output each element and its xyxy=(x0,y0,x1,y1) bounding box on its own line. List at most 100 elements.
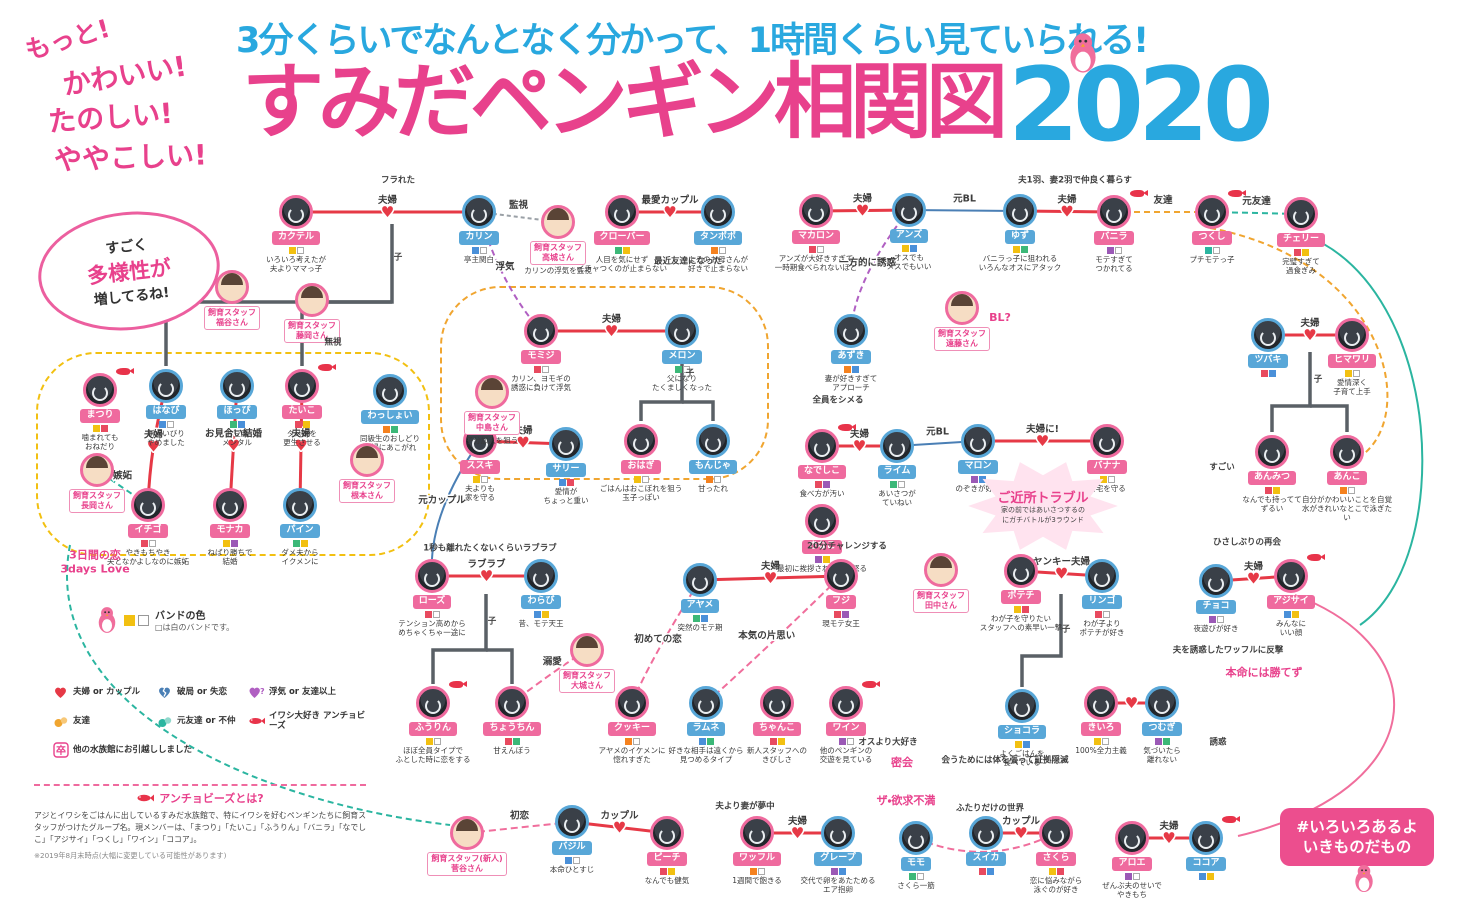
penguin-node-karin: カリン亭主関白 xyxy=(431,195,527,264)
penguin-avatar xyxy=(821,816,855,850)
penguin-node-macaron: マカロンアンズが大好きすぎて 一時期食べられないほど xyxy=(768,194,864,272)
edge-label: 元BL xyxy=(953,194,976,205)
wing-bands xyxy=(808,245,824,253)
penguin-avatar xyxy=(415,559,449,593)
staff-name-label: 飼育スタッフ 福谷さん xyxy=(204,306,260,330)
penguin-node-peach: ピーチなんでも健気 xyxy=(619,816,715,885)
penguin-avatar xyxy=(1005,689,1039,723)
penguin-name-label: ちゃんこ xyxy=(752,722,801,736)
node-note: 1週間で飽きる xyxy=(732,875,782,885)
penguin-node-fuurin: ふうりんほぼ全員タイプで ふとした時に恋をする xyxy=(385,681,481,764)
penguin-name-label: わらび xyxy=(521,595,561,609)
penguin-avatar xyxy=(1090,424,1124,458)
edge-label: 夫婦 xyxy=(1056,194,1077,206)
penguin-name-label: あんみつ xyxy=(1247,471,1296,485)
penguin-avatar xyxy=(83,368,134,407)
penguin-avatar xyxy=(834,314,868,348)
wing-bands xyxy=(1014,740,1030,748)
node-note: やきもちやき 夫となかよしなのに嫉妬 xyxy=(107,547,189,567)
penguin-name-label: ピーチ xyxy=(647,852,687,866)
staff-node-staff-fukutani: 飼育スタッフ 福谷さん xyxy=(184,270,280,330)
page-title: すみだペンギン相関図 xyxy=(242,55,1008,150)
penguin-name-label: アジサイ xyxy=(1267,595,1315,609)
edge-couple xyxy=(699,574,842,582)
penguin-avatar xyxy=(689,686,723,720)
penguin-node-sally: サリー愛情が ちょっと重い xyxy=(518,427,614,505)
penguin-node-melon: メロン父になり たくましくなった xyxy=(634,314,730,392)
penguin-node-ringo: リンゴわが子より ポテチが好き xyxy=(1054,559,1150,637)
penguin-avatar xyxy=(220,369,254,403)
wing-bands xyxy=(294,420,310,428)
penguin-name-label: リンゴ xyxy=(1082,595,1122,609)
penguin-avatar xyxy=(1195,190,1246,229)
wing-bands xyxy=(833,610,849,618)
node-note: 最初に挨拶されないと怒る xyxy=(777,563,867,573)
node-note: よそのお母さんが 好きで止まらない xyxy=(688,254,748,274)
penguin-avatar xyxy=(650,816,684,850)
penguin-avatar xyxy=(555,805,589,839)
heart-icon: ♥ xyxy=(605,322,618,340)
node-note: カリンの浮気を監視 xyxy=(524,266,592,275)
penguin-avatar xyxy=(1084,686,1118,720)
wing-bands xyxy=(292,539,308,547)
penguin-avatar xyxy=(799,194,833,228)
wing-bands xyxy=(1208,615,1224,623)
node-note: なんでも持ってて ずるい xyxy=(1242,494,1302,514)
decorative-path xyxy=(66,544,451,826)
staff-node-staff-nakajima: 飼育スタッフ 中島さん子分加入を狙う xyxy=(444,375,540,445)
penguin-avatar xyxy=(283,488,317,522)
penguin-avatar xyxy=(824,559,858,593)
penguin-name-label: パイン xyxy=(280,524,320,538)
legend-item-couple: 夫婦 or カップル xyxy=(52,684,156,701)
anchovy-fish-icon xyxy=(838,424,856,431)
anchovy-fish-icon xyxy=(1130,190,1148,197)
penguin-node-fuji: フジ現モテ女王 xyxy=(793,559,889,628)
penguin-name-label: クッキー xyxy=(607,722,656,736)
penguin-name-label: イチゴ xyxy=(128,524,168,538)
edge-label: ラブラブ xyxy=(467,558,506,570)
penguin-avatar xyxy=(805,504,839,538)
wing-bands xyxy=(908,872,924,880)
node-note: カリン、ヨモギの 誘惑に負けて浮気 xyxy=(511,373,571,393)
penguin-mascot-hashtag xyxy=(1355,864,1373,893)
wing-bands xyxy=(814,555,830,563)
band-legend-title: バンドの色 xyxy=(155,611,206,622)
wing-bands xyxy=(1198,872,1214,880)
penguin-node-wasshoi: わっしょい同級生のおしどり 夫婦にあこがれ xyxy=(342,374,438,452)
edge-label: 夫婦 xyxy=(852,193,873,205)
penguin-avatar xyxy=(524,314,558,348)
staff-avatar xyxy=(570,633,604,667)
edge-broken xyxy=(908,209,1021,212)
node-note: 夜遊びが好き xyxy=(1193,623,1239,633)
heart-icon: ♥ xyxy=(381,203,394,221)
wing-bands xyxy=(970,475,986,483)
anchovy-fish-icon xyxy=(449,681,467,688)
wing-bands xyxy=(830,867,846,875)
penguin-name-label: モミジ xyxy=(521,350,561,364)
penguin-name-label: ゆず xyxy=(1004,230,1035,244)
node-note: プチモテっ子 xyxy=(1189,254,1235,264)
staff-name-label: 飼育スタッフ 田中さん xyxy=(913,589,969,613)
penguin-avatar xyxy=(969,816,1003,850)
penguin-node-yuzu: ゆずバニラっ子に狙われる いろんなオスにアタック xyxy=(972,194,1068,272)
legend-item-moved: 卒 他の水族館にお引越ししました xyxy=(52,741,372,758)
node-note: 自分がかわいいことを自覚 水がきれいなとこで泳ぎたい xyxy=(1302,494,1392,523)
node-note: わが子より ポテチが好き xyxy=(1079,618,1125,638)
legend-label: 元友達 or 不仲 xyxy=(177,716,236,727)
edge-label: 本気の片思い xyxy=(737,629,795,641)
penguin-node-hanabi: はなび新人いびり やめました xyxy=(118,369,214,447)
wing-bands xyxy=(222,539,238,547)
edge-label: 夫婦 xyxy=(377,194,398,206)
edge-label: 夫婦 xyxy=(1243,561,1264,573)
penguin-node-anmitsu: あんみつなんでも持ってて ずるい xyxy=(1224,435,1320,513)
wing-bands xyxy=(425,737,441,745)
penguin-name-label: つくし xyxy=(1192,231,1232,245)
penguin-node-pine: パインダメ夫から イクメンに xyxy=(252,488,348,566)
penguin-name-label: ちょうちん xyxy=(483,722,541,736)
penguin-node-kinako: きなこ最初に挨拶されないと怒る xyxy=(774,504,870,573)
ex-friends-icon xyxy=(156,713,173,730)
node-note: 愛情が ちょっと重い xyxy=(543,486,589,506)
band-color-legend: バンドの色 □は白のバンドです。 xyxy=(96,606,234,634)
